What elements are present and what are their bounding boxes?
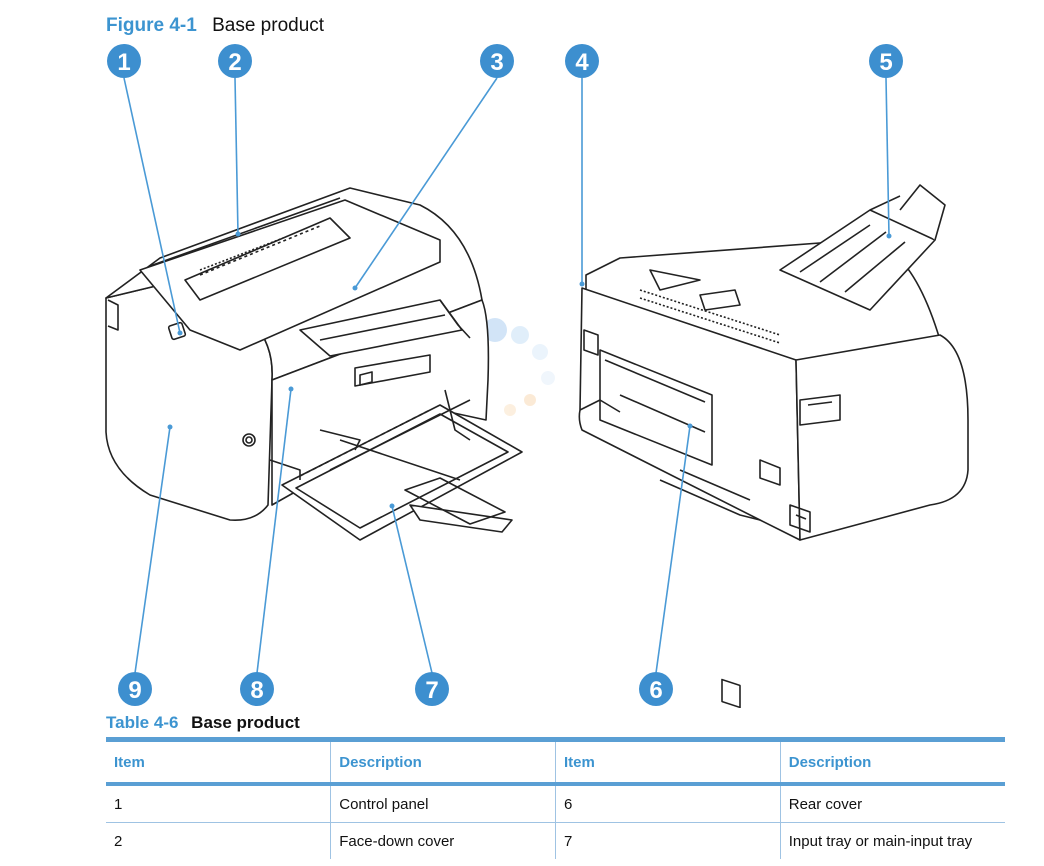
item-number: 6 bbox=[556, 784, 781, 823]
figure-number: Figure 4-1 bbox=[106, 15, 197, 36]
item-number: 2 bbox=[106, 823, 331, 860]
callout-badge-9: 9 bbox=[118, 672, 152, 706]
figure-caption: Base product bbox=[212, 15, 324, 36]
printer-rear-view bbox=[579, 185, 968, 707]
item-description: Face-down cover bbox=[331, 823, 556, 860]
column-header-item: Item bbox=[106, 740, 331, 785]
leader-7 bbox=[392, 506, 432, 673]
callout-badge-8: 8 bbox=[240, 672, 274, 706]
callout-badge-7: 7 bbox=[415, 672, 449, 706]
svg-text:9: 9 bbox=[128, 677, 141, 704]
callout-badge-3: 3 bbox=[480, 44, 514, 78]
svg-text:2: 2 bbox=[228, 49, 241, 76]
callout-badge-1: 1 bbox=[107, 44, 141, 78]
table-title: Table 4-6 Base product bbox=[106, 712, 300, 734]
printer-illustration: 1 2 3 4 5 6 7 8 9 bbox=[0, 38, 1044, 708]
item-number: 1 bbox=[106, 784, 331, 823]
callout-badge-2: 2 bbox=[218, 44, 252, 78]
callout-badge-5: 5 bbox=[869, 44, 903, 78]
svg-text:6: 6 bbox=[649, 677, 662, 704]
figure-title: Figure 4-1 Base product bbox=[106, 14, 324, 38]
svg-text:1: 1 bbox=[117, 49, 130, 76]
table-header-row: Item Description Item Description bbox=[106, 740, 1005, 785]
printer-front-view bbox=[106, 188, 522, 540]
svg-text:4: 4 bbox=[575, 49, 589, 76]
table-row: 1 Control panel 6 Rear cover bbox=[106, 784, 1005, 823]
item-description: Rear cover bbox=[780, 784, 1005, 823]
table-row: 2 Face-down cover 7 Input tray or main-i… bbox=[106, 823, 1005, 860]
table-caption: Base product bbox=[191, 713, 300, 732]
parts-table: Item Description Item Description 1 Cont… bbox=[106, 737, 1005, 859]
callout-badge-4: 4 bbox=[565, 44, 599, 78]
svg-text:7: 7 bbox=[425, 677, 438, 704]
svg-text:8: 8 bbox=[250, 677, 263, 704]
table-number: Table 4-6 bbox=[106, 713, 178, 732]
item-description: Control panel bbox=[331, 784, 556, 823]
item-number: 7 bbox=[556, 823, 781, 860]
column-header-item: Item bbox=[556, 740, 781, 785]
column-header-description: Description bbox=[780, 740, 1005, 785]
column-header-description: Description bbox=[331, 740, 556, 785]
item-description: Input tray or main-input tray bbox=[780, 823, 1005, 860]
leader-5 bbox=[886, 78, 889, 236]
leader-2 bbox=[235, 78, 238, 234]
callout-badge-6: 6 bbox=[639, 672, 673, 706]
svg-text:3: 3 bbox=[490, 49, 503, 76]
svg-text:5: 5 bbox=[879, 49, 892, 76]
